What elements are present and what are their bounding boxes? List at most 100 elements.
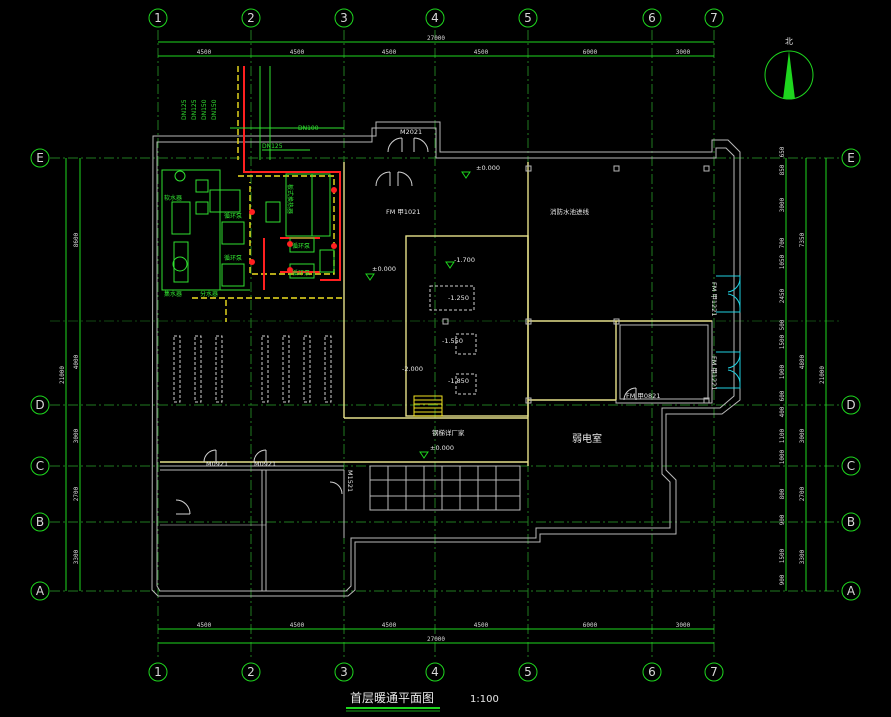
right-total-dim: 21000	[819, 366, 826, 384]
right-inner-dim-3: 3000	[779, 197, 786, 212]
columns	[442, 165, 710, 404]
top-dim-6: 3000	[676, 49, 691, 56]
top-dim-1: 4500	[197, 49, 212, 56]
steel-ladder-label: 钢梯详厂家	[432, 428, 465, 437]
axis-bubble-left-D: D	[35, 398, 44, 412]
drawing-scale-text: 1:100	[470, 694, 499, 705]
fm-door-label-3: FM 甲0821	[626, 392, 660, 400]
axis-bubble-bottom-4: 4	[431, 665, 439, 679]
equip-label-8: 分水器	[200, 290, 218, 298]
fm-east-label-2: FM 甲1221	[710, 356, 718, 390]
elev-sump2-label: -1.550	[442, 337, 463, 345]
door-south-label-2: M0921	[254, 460, 276, 468]
pipe-tag-6: DN125	[262, 143, 283, 150]
cabinet-blocks	[369, 465, 521, 511]
elevation-markers	[365, 171, 471, 459]
north-label: 北	[785, 37, 793, 46]
weak-room-label: 弱电室	[572, 432, 602, 445]
axis-bubble-right-E: E	[847, 151, 855, 165]
pipe-tag-1: DN125	[181, 99, 188, 120]
equip-label-1: 循环泵	[224, 212, 242, 220]
right-outer-dim-1: 7350	[799, 232, 806, 247]
axis-bubble-left-E: E	[36, 151, 44, 165]
axis-bubble-top-1: 1	[154, 11, 162, 25]
right-inner-dim-2: 850	[779, 164, 786, 175]
elev-sump1-label: -1.250	[448, 294, 469, 302]
pipe-tag-2: DN125	[191, 99, 198, 120]
axis-bubble-left-A: A	[36, 584, 45, 598]
axis-bubble-bottom-7: 7	[710, 665, 718, 679]
right-outer-dim-3: 3000	[799, 428, 806, 443]
left-dim-3: 3000	[73, 428, 80, 443]
right-inner-dim-7: 500	[779, 319, 786, 330]
bottom-dim-3: 4500	[382, 622, 397, 629]
right-inner-dim-11: 400	[779, 406, 786, 417]
equip-label-4: 循环泵	[292, 269, 310, 277]
right-inner-dim-14: 800	[779, 488, 786, 499]
pipe-tag-4: DN150	[211, 99, 218, 120]
drawing-title-text: 首层暖通平面图	[350, 691, 434, 705]
right-inner-dim-12: 1100	[779, 428, 786, 443]
equip-label-7: 集水器	[164, 290, 182, 298]
top-dim-4: 4500	[474, 49, 489, 56]
top-dimensions: 27000 4500 4500 4500 4500 6000 3000	[158, 35, 714, 57]
right-outer-dim-4: 2700	[799, 486, 806, 501]
left-dim-2: 4000	[73, 354, 80, 369]
top-dim-5: 6000	[583, 49, 598, 56]
fm-door-label-1: FM 甲1021	[386, 208, 420, 216]
pipe-tag-5: DN100	[298, 125, 319, 132]
top-total-dim: 27000	[427, 35, 445, 42]
elev-sump3-label: -1.850	[448, 377, 469, 385]
axis-bubble-top-6: 6	[648, 11, 656, 25]
hvac-equipment	[161, 169, 337, 291]
right-inner-dim-9: 1900	[779, 364, 786, 379]
axis-bubble-top-2: 2	[247, 11, 255, 25]
equip-label-6: 板式换热器	[286, 184, 294, 214]
right-inner-dim-15: 900	[779, 514, 786, 525]
equip-label-2: 循环泵	[224, 254, 242, 262]
bottom-dim-2: 4500	[290, 622, 305, 629]
doors	[175, 137, 637, 515]
elev-pit-label: -1.700	[454, 256, 475, 264]
axis-bubble-left-C: C	[36, 459, 44, 473]
right-inner-dim-17: 900	[779, 574, 786, 585]
axis-bubble-top-7: 7	[710, 11, 718, 25]
axis-bubble-bottom-5: 5	[524, 665, 532, 679]
axis-bubble-top-4: 4	[431, 11, 439, 25]
equip-label-5: 软水器	[164, 194, 182, 202]
right-inner-dim-8: 1500	[779, 334, 786, 349]
door-label-top: M2021	[400, 128, 422, 136]
yellow-walls	[160, 162, 712, 466]
right-inner-dim-13: 1000	[779, 449, 786, 464]
axis-bubble-bottom-1: 1	[154, 665, 162, 679]
top-dim-2: 4500	[290, 49, 305, 56]
fm-east-label-1: FM 甲1221	[710, 282, 718, 316]
right-inner-dim-6: 2450	[779, 288, 786, 303]
axis-bubble-bottom-3: 3	[340, 665, 348, 679]
right-outer-dim-2: 4800	[799, 354, 806, 369]
right-inner-dim-5: 1050	[779, 254, 786, 269]
bottom-dim-5: 6000	[583, 622, 598, 629]
door-m1521-label: M1521	[346, 470, 354, 492]
sumps	[413, 285, 477, 417]
axis-bubble-bottom-6: 6	[648, 665, 656, 679]
right-inner-dim-1: 650	[779, 146, 786, 157]
bottom-dim-1: 4500	[197, 622, 212, 629]
fire-pipe-label: 消防水池进线	[550, 207, 590, 216]
axis-bubble-bottom-2: 2	[247, 665, 255, 679]
right-outer-dim-5: 3300	[799, 549, 806, 564]
east-doors	[716, 275, 741, 389]
axis-bubble-top-3: 3	[340, 11, 348, 25]
axis-bubble-right-B: B	[847, 515, 855, 529]
door-south-label-1: M0921	[206, 460, 228, 468]
pipe-tag-3: DN150	[201, 99, 208, 120]
storage-racks	[173, 335, 332, 403]
drawing-title: 首层暖通平面图 1:100	[346, 691, 499, 712]
axis-bubble-right-D: D	[846, 398, 855, 412]
axis-bubble-left-B: B	[36, 515, 44, 529]
right-inner-dim-10: 600	[779, 390, 786, 401]
equipment-labels: 循环泵 循环泵 循环泵 循环泵 软水器 板式换热器 集水器 分水器	[164, 184, 310, 298]
right-inner-dim-4: 700	[779, 237, 786, 248]
axis-bubble-top-5: 5	[524, 11, 532, 25]
